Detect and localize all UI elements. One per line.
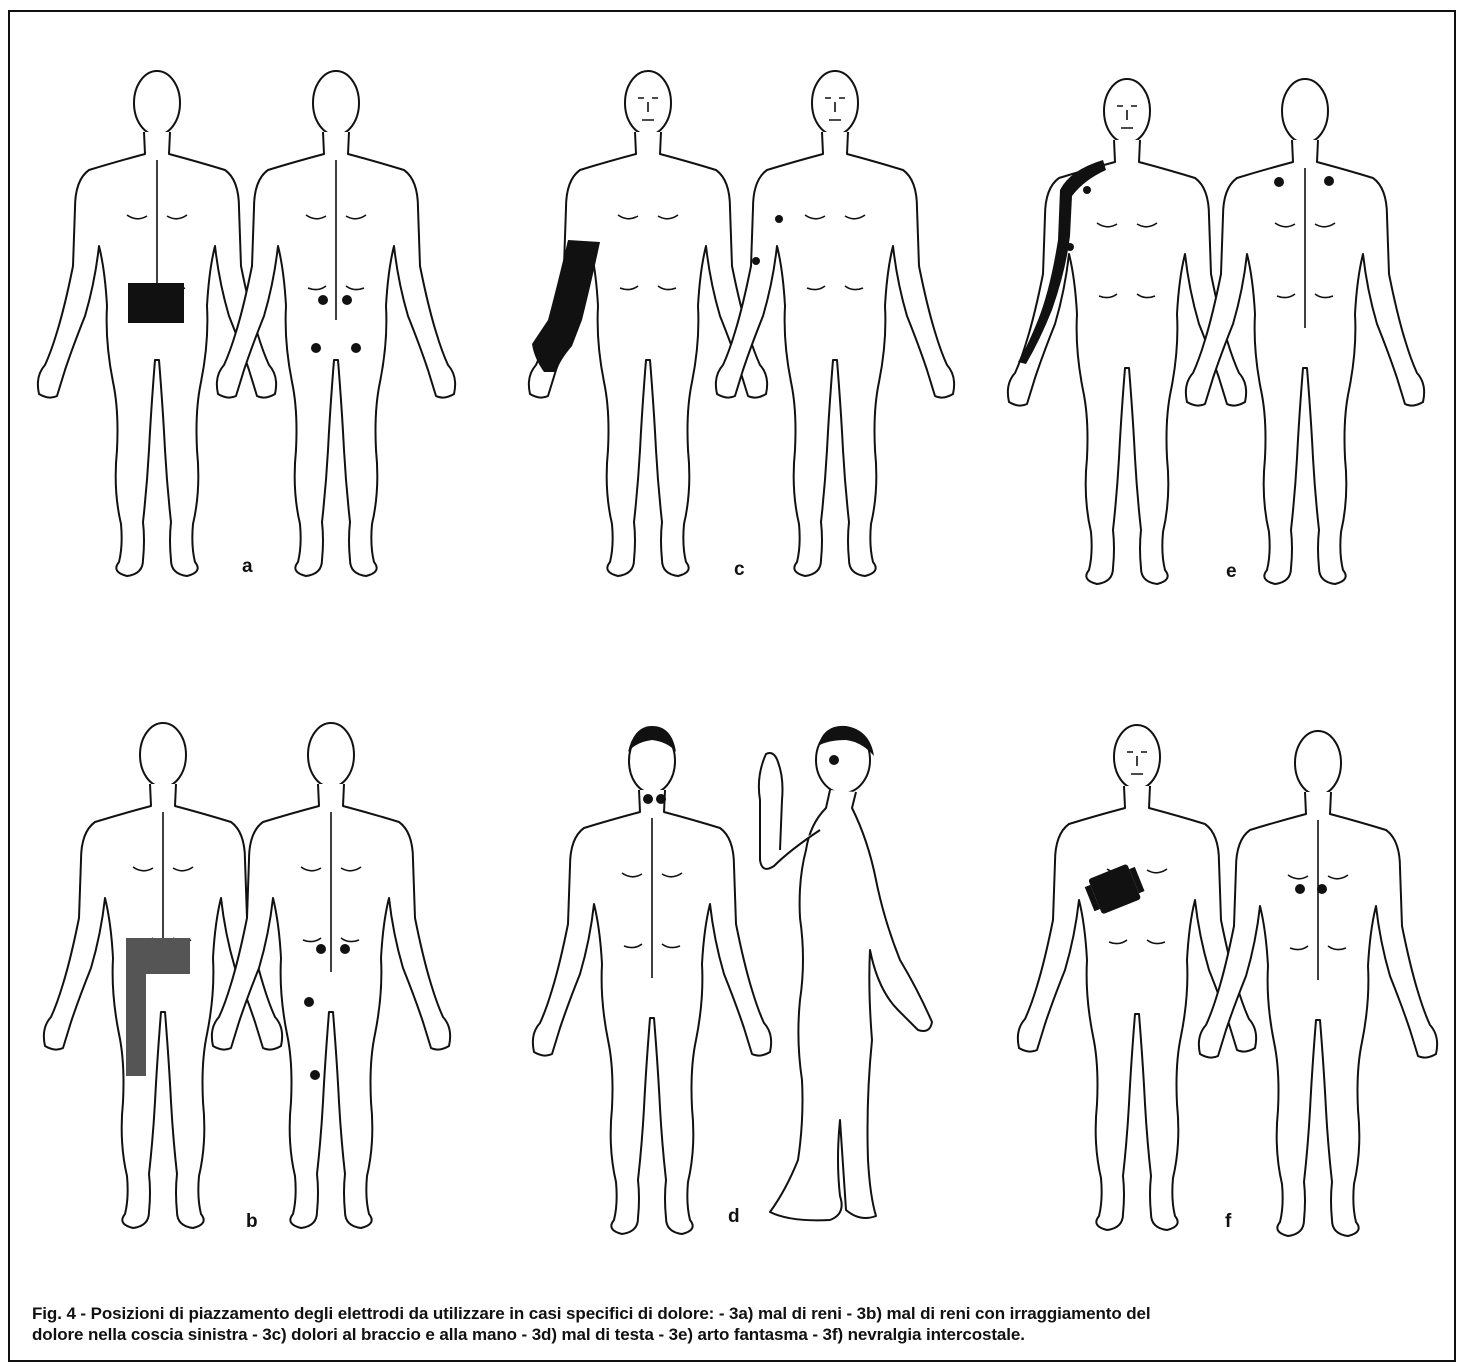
panel-d-figure-back [533, 729, 771, 1234]
panel-label-b: b [246, 1211, 258, 1233]
panel-b-figure-back-2 [212, 723, 450, 1228]
panel-c-figure-front-2 [716, 71, 954, 576]
panel-f-figure-back [1199, 731, 1437, 1236]
panel-label-d: d [728, 1206, 740, 1228]
panel-label-e: e [1226, 561, 1237, 583]
figure-caption: Fig. 4 - Posizioni di piazzamento degli … [32, 1303, 1432, 1345]
panel-c-arm-electrode [532, 240, 600, 372]
panel-a-figure-back-2 [217, 71, 455, 576]
caption-line-1: Fig. 4 - Posizioni di piazzamento degli … [32, 1303, 1432, 1324]
panel-d-figure-side [759, 726, 932, 1221]
panel-f-figure-front [1018, 725, 1256, 1230]
panel-d-head-dot [829, 755, 839, 765]
panel-e-figure-back [1186, 79, 1424, 584]
panel-label-c: c [734, 559, 745, 581]
panel-label-a: a [242, 556, 253, 578]
panel-a-electrode-pad [128, 283, 184, 323]
panel-label-f: f [1225, 1211, 1231, 1233]
caption-line-2: dolore nella coscia sinistra - 3c) dolor… [32, 1324, 1432, 1345]
